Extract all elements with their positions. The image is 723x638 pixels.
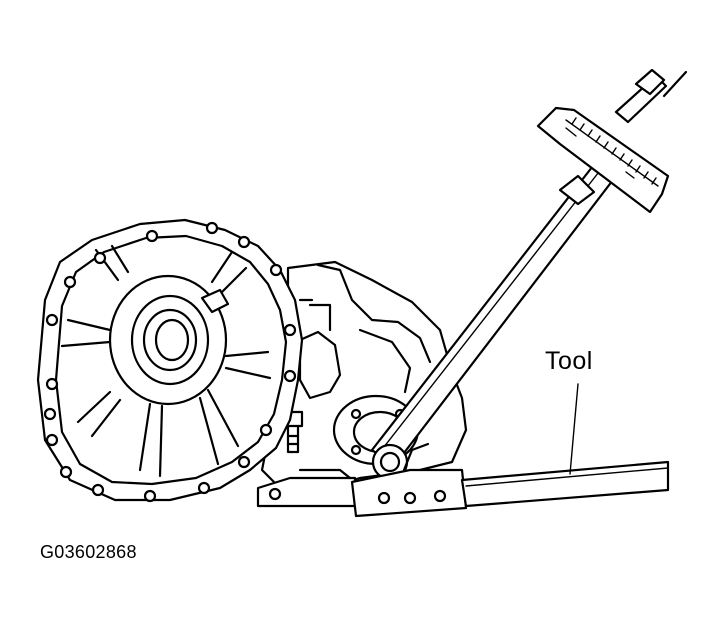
holding-tool	[350, 442, 670, 518]
bell-housing	[36, 218, 304, 503]
torque-wrench	[370, 68, 688, 481]
figure-id-label: G03602868	[40, 542, 137, 562]
tool-callout-label: Tool	[545, 347, 593, 375]
tool-leader-line	[569, 383, 579, 475]
housing-bolt-bosses	[43, 221, 297, 503]
